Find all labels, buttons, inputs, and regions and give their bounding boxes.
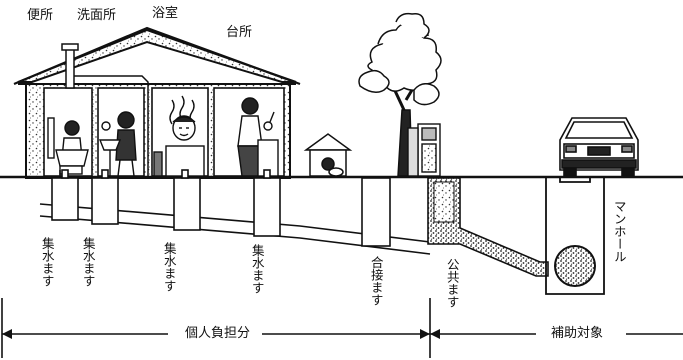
label-kitchen: 台所 [226, 25, 253, 40]
label-collect-box-4: 集水ます [249, 244, 265, 294]
label-collect-box-3: 集水ます [161, 242, 177, 292]
label-public-box: 公共ます [444, 258, 460, 308]
range-arrows [1, 298, 683, 358]
label-manhole: マンホール [611, 200, 627, 263]
bath-figure [153, 95, 205, 177]
private-drain-pipes [39, 169, 431, 255]
toilet-figure [47, 117, 89, 175]
label-collect-box-1: 集水ます [39, 237, 55, 287]
dog-house [303, 133, 353, 177]
label-private-range: 個人負担分 [180, 327, 256, 340]
label-junction-box: 合接ます [368, 256, 384, 306]
label-washroom: 洗面所 [77, 8, 117, 23]
label-toilet: 便所 [27, 8, 54, 23]
utility-unit [407, 123, 441, 177]
public-box-and-lateral [427, 177, 549, 277]
label-collect-box-2: 集水ます [80, 237, 96, 287]
kitchen-figure [237, 97, 279, 177]
manhole-shaft [545, 177, 605, 295]
label-bathroom: 浴室 [152, 6, 179, 21]
washroom-figure [98, 111, 137, 177]
car [559, 117, 639, 177]
label-subsidy-range: 補助対象 [546, 327, 609, 340]
